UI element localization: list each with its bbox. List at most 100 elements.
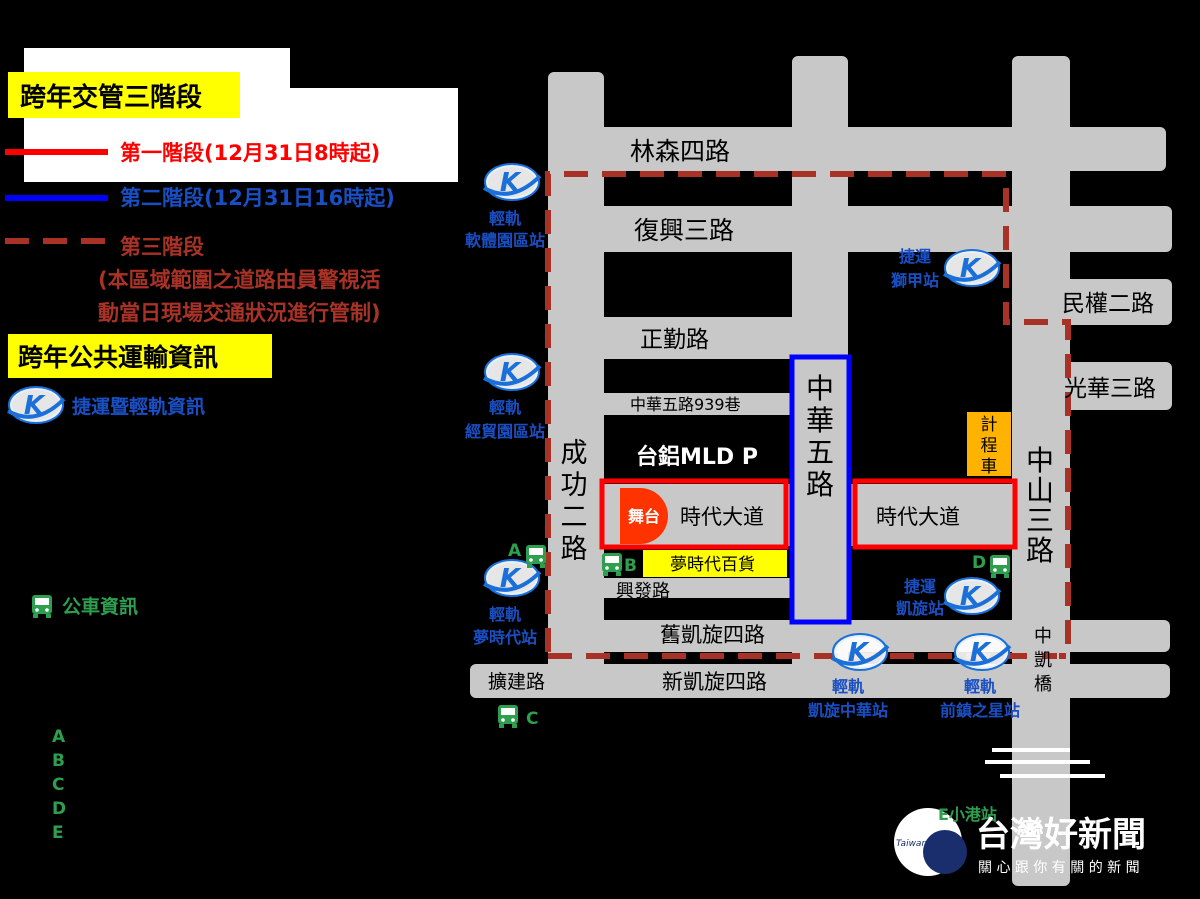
mrt-kaixuan-line2: 凱旋站 [896, 599, 944, 618]
label-chenggong2-1: 成 [561, 438, 588, 469]
phase2-area [789, 354, 852, 625]
bus-letter-d: D [52, 799, 66, 819]
road-939-lane [604, 393, 792, 415]
road-minquan2 [1012, 279, 1172, 325]
title-phases: 跨年交管三階段 [20, 82, 202, 113]
lrt-jingmao-icon [482, 353, 542, 391]
bus-letter-a: A [52, 727, 66, 747]
legend-bus-text: 公車資訊 [62, 595, 138, 618]
label-939-lane: 中華五路939巷 [630, 395, 741, 414]
label-guanghua3: 光華三路 [1064, 376, 1156, 402]
road-guanghua3 [1012, 362, 1172, 410]
watermark-name: 台灣好新聞 [976, 815, 1146, 855]
lrt-jingmao-line2: 經貿園區站 [465, 422, 545, 441]
label-jiukaixuan4: 舊凱旋四路 [660, 623, 765, 647]
label-mld: 台鋁MLD P [636, 444, 758, 470]
bus-stop-c-label: C [526, 709, 538, 729]
mrt-shijia-line2: 獅甲站 [890, 271, 939, 290]
lrt-kaixuan-zhonghua-line2: 凱旋中華站 [808, 701, 888, 720]
bus-stop-c-icon [498, 705, 518, 728]
lrt-qianzhen-line2: 前鎮之星站 [940, 701, 1020, 720]
label-taxi-2: 程 [981, 436, 998, 456]
lrt-qianzhen-line1: 輕軌 [964, 677, 996, 696]
road-xingfa [604, 578, 792, 598]
bus-letter-b: B [52, 751, 65, 771]
mrt-shijia-icon [942, 249, 1002, 287]
lrt-kaixuan-zhonghua-icon [830, 633, 890, 671]
lrt-software-line2: 軟體園區站 [465, 231, 545, 250]
legend-mrt-lrt-text: 捷運暨輕軌資訊 [72, 395, 205, 418]
label-bridge-2: 凱 [1034, 650, 1052, 671]
legend-phase3-note1: (本區域範圍之道路由員警視活 [98, 268, 381, 292]
legend-mrt-lrt-icon [6, 386, 66, 424]
label-zhongshan3-3: 三 [1026, 504, 1054, 537]
bus-stop-a-icon [526, 545, 546, 568]
mrt-kaixuan-icon [942, 577, 1002, 615]
lrt-qianzhen-icon [952, 633, 1012, 671]
bus-stop-b-label: B [624, 556, 637, 576]
lrt-dream-line2: 夢時代站 [473, 628, 537, 647]
mrt-kaixuan-line1: 捷運 [904, 577, 936, 596]
lrt-software-line1: 輕軌 [489, 209, 521, 228]
legend-bus-icon [32, 595, 52, 618]
lrt-dream-line1: 輕軌 [489, 605, 521, 624]
title-transit: 跨年公共運輸資訊 [18, 343, 218, 372]
label-xinkaixuan4: 新凱旋四路 [662, 670, 767, 694]
legend-phase2-text: 第二階段(12月31日16時起) [120, 186, 395, 210]
label-kuangjian: 擴建路 [488, 671, 545, 693]
label-zhonghua5-4: 路 [806, 468, 834, 501]
bus-letter-e: E [52, 823, 64, 843]
label-stage: 舞台 [628, 507, 660, 526]
legend-phase3-text: 第三階段 [120, 235, 204, 259]
lrt-kaixuan-zhonghua-line1: 輕軌 [832, 677, 864, 696]
bus-letter-c: C [52, 775, 64, 795]
title-phases-bg [8, 72, 240, 118]
phase1-area-left [599, 478, 789, 550]
bridge-bracket-left [1027, 617, 1034, 701]
label-linsen4: 林森四路 [630, 137, 730, 166]
label-e-xiaogang: E小港站 [938, 805, 997, 824]
stage-marker [620, 488, 668, 544]
label-bridge-1: 中 [1034, 626, 1052, 647]
watermark-sub: 關 心 跟 你 有 關 的 新 聞 [978, 860, 1140, 876]
label-bridge-3: 橋 [1034, 674, 1052, 695]
dream-mall-bg [643, 550, 787, 577]
bridge-bracket-right [1052, 617, 1059, 701]
label-fuxing3: 復興三路 [634, 216, 734, 245]
lrt-software-park-icon [482, 163, 542, 201]
label-shidai-right: 時代大道 [876, 505, 960, 529]
label-xingfa: 興發路 [616, 581, 670, 602]
watermark-logo-inner [923, 830, 967, 874]
label-zhonghua5-1: 中 [806, 372, 834, 405]
label-zhongshan3-1: 中 [1026, 444, 1054, 477]
bus-stop-b-icon [602, 553, 622, 576]
phase3-boundary [545, 171, 1071, 659]
watermark-logo-text: TaiwanHot [896, 839, 943, 849]
label-chenggong2-3: 二 [561, 502, 588, 533]
label-zhongshan3-2: 山 [1026, 474, 1054, 507]
label-zhonghua5-3: 五 [806, 436, 834, 469]
title-transit-bg [8, 334, 272, 378]
label-chenggong2-4: 路 [561, 534, 588, 565]
bus-stop-d-icon [990, 555, 1010, 578]
label-zhongshan3-4: 路 [1026, 534, 1054, 567]
label-dream-mall: 夢時代百貨 [670, 555, 755, 575]
mrt-shijia-line1: 捷運 [899, 247, 931, 266]
road-shidai-right [848, 484, 1012, 546]
label-zhengqin: 正勤路 [640, 327, 709, 353]
label-zhonghua5-2: 華 [806, 404, 834, 437]
legend-phase3-note2: 動當日現場交通狀況進行管制) [98, 301, 381, 325]
label-shidai-left: 時代大道 [680, 505, 764, 529]
road-linsen4 [548, 127, 1166, 171]
bus-stop-a-label: A [508, 541, 522, 561]
watermark-lines [985, 748, 1105, 778]
phase1-area-right [852, 478, 1018, 550]
label-taxi-3: 車 [981, 457, 998, 477]
road-xinkaixuan4 [470, 664, 1170, 698]
lrt-jingmao-line1: 輕軌 [489, 398, 521, 417]
label-minquan2: 民權二路 [1062, 291, 1154, 317]
label-chenggong2-2: 功 [561, 470, 588, 501]
taxi-bg [967, 412, 1011, 476]
road-fuxing3 [548, 206, 1172, 252]
